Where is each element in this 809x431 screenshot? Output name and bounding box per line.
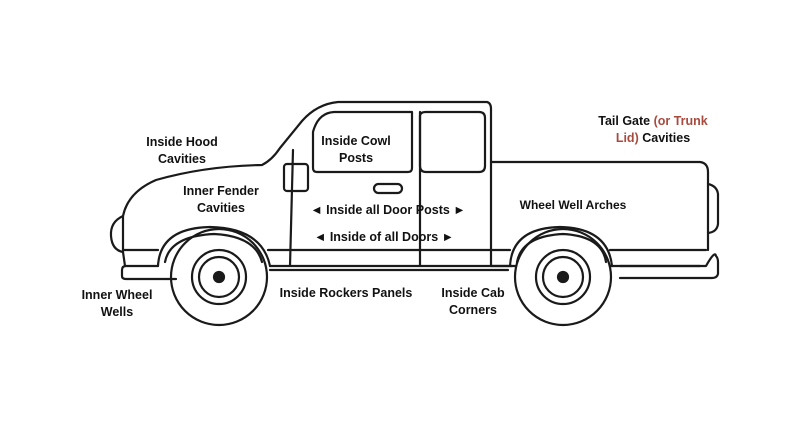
rear-window bbox=[418, 110, 487, 174]
rear-wheel bbox=[513, 227, 613, 327]
label-rocker-panels: Inside Rockers Panels bbox=[279, 286, 413, 300]
tail-gate-text: Tail Gate bbox=[598, 114, 654, 128]
trunk-alt-text: (or Trunk bbox=[653, 114, 708, 128]
label-inner-wheel-wells: Inner Wheel Wells bbox=[81, 288, 153, 319]
label-inner-fender: Inner Fender Cavities bbox=[183, 184, 259, 215]
lid-alt-text: Lid) bbox=[615, 131, 639, 145]
front-window bbox=[311, 110, 414, 174]
front-wheel-arch bbox=[156, 225, 272, 268]
front-wheel-arch-inner bbox=[163, 232, 264, 264]
hood-outline bbox=[121, 100, 493, 268]
label-all-doors: ◄ Inside of all Doors ► bbox=[313, 230, 455, 244]
tail-light bbox=[706, 182, 720, 235]
rear-wheel-arch bbox=[508, 225, 614, 268]
label-inside-hood: Inside Hood Cavities bbox=[146, 135, 218, 166]
front-door-edge bbox=[288, 148, 295, 268]
door-handle bbox=[372, 182, 404, 195]
rear-bumper bbox=[618, 253, 720, 280]
front-bumper bbox=[120, 264, 170, 281]
label-door-posts: ◄ Inside all Door Posts ► bbox=[310, 203, 466, 217]
label-cab-corners: Inside Cab Corners bbox=[441, 286, 505, 317]
label-inside-cowl-posts: Inside Cowl Posts bbox=[321, 134, 391, 165]
side-mirror bbox=[282, 162, 310, 193]
cavities-text: Cavities bbox=[638, 131, 691, 145]
label-tail-gate: Tail Gate (or Trunk Lid) Cavities bbox=[598, 113, 708, 147]
label-wheel-well-arches: Wheel Well Arches bbox=[519, 198, 627, 212]
bed-top bbox=[489, 160, 710, 252]
rocker-panel bbox=[268, 264, 514, 272]
headlight bbox=[109, 214, 125, 254]
front-wheel bbox=[169, 227, 269, 327]
